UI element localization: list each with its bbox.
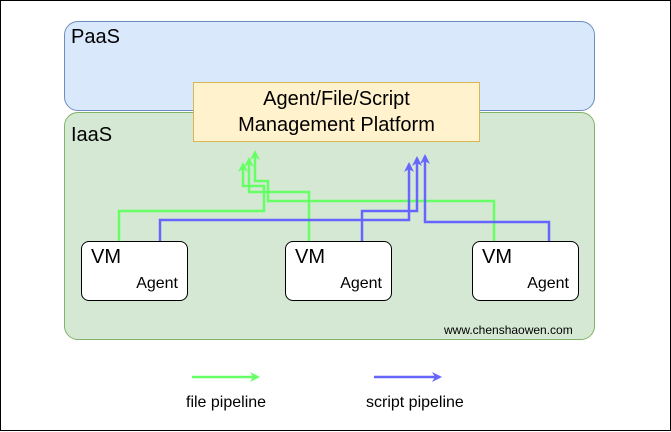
vm-box: VM Agent bbox=[81, 241, 188, 301]
vm-title: VM bbox=[295, 246, 325, 268]
legend-script-label: script pipeline bbox=[366, 394, 464, 411]
vm-agent-label: Agent bbox=[527, 275, 569, 292]
vm-agent-label: Agent bbox=[340, 275, 382, 292]
vm-title: VM bbox=[482, 246, 512, 268]
file-pipeline-vm2 bbox=[244, 157, 311, 241]
script-pipeline-vm1 bbox=[158, 162, 414, 241]
iaas-label: IaaS bbox=[71, 124, 113, 146]
watermark-text: www.chenshaowen.com bbox=[444, 323, 573, 337]
file-pipeline-vm1 bbox=[117, 162, 266, 241]
platform-title-line2: Management Platform bbox=[238, 114, 435, 136]
paas-label: PaaS bbox=[71, 26, 120, 48]
management-platform-box: Agent/File/Script Management Platform bbox=[193, 82, 480, 142]
script-pipeline-vm3 bbox=[420, 154, 551, 241]
file-pipeline-vm3 bbox=[250, 150, 496, 241]
vm-agent-label: Agent bbox=[136, 275, 178, 292]
vm-box: VM Agent bbox=[472, 241, 579, 301]
iaas-zone bbox=[64, 112, 595, 340]
legend-file-label: file pipeline bbox=[186, 394, 267, 411]
vm-title: VM bbox=[91, 246, 121, 268]
script-pipeline-vm2 bbox=[360, 156, 422, 241]
platform-title-line1: Agent/File/Script bbox=[263, 88, 410, 110]
vm-box: VM Agent bbox=[285, 241, 392, 301]
